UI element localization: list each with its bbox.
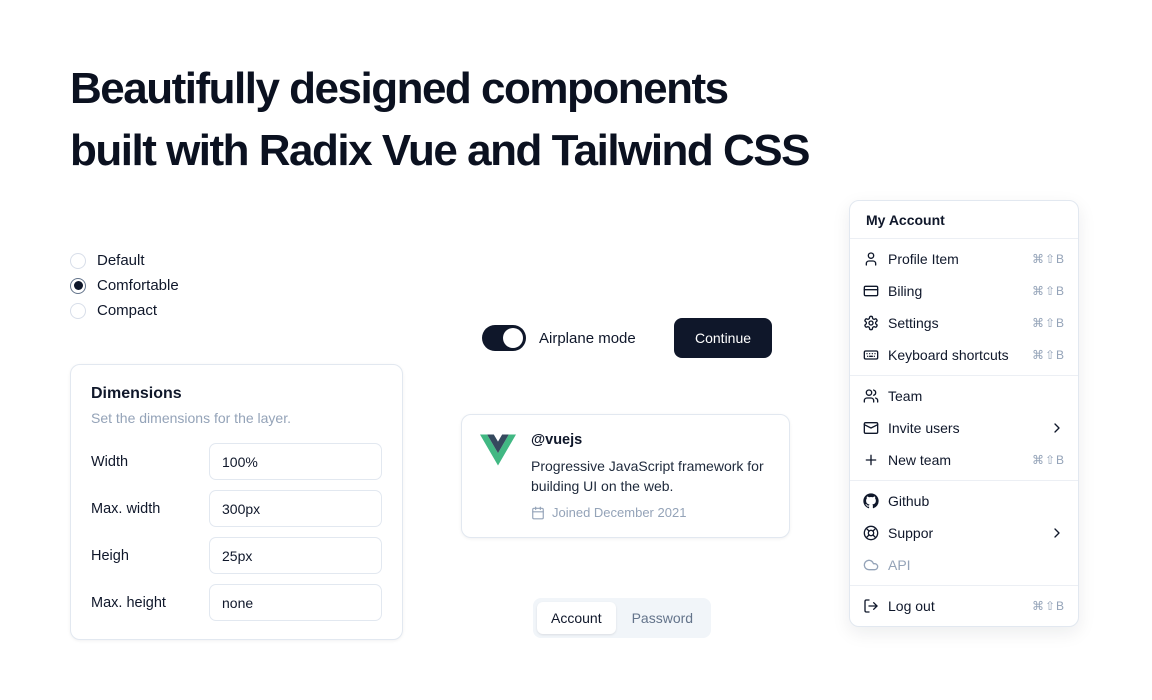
menu-shortcut: ⌘⇧B — [1031, 252, 1065, 266]
menu-shortcut: ⌘⇧B — [1031, 316, 1065, 330]
cloud-icon — [863, 557, 879, 573]
account-dropdown-menu: My Account Profile Item ⌘⇧B Biling ⌘⇧B — [849, 200, 1079, 627]
menu-item-github[interactable]: Github — [854, 485, 1074, 517]
field-row-max-height: Max. height — [91, 584, 382, 621]
radio-label: Compact — [97, 302, 158, 319]
menu-item-label: Suppor — [888, 525, 934, 541]
users-icon — [863, 388, 879, 404]
menu-group-profile: Profile Item ⌘⇧B Biling ⌘⇧B Settings ⌘⇧B — [850, 239, 1078, 375]
gear-icon — [863, 315, 879, 331]
menu-item-new-team[interactable]: New team ⌘⇧B — [854, 444, 1074, 476]
page-title: Beautifully designed components built wi… — [70, 58, 811, 182]
menu-separator — [850, 238, 1078, 239]
vue-joined-text: Joined December 2021 — [552, 505, 687, 520]
radio-selected-icon[interactable] — [70, 277, 86, 294]
vue-card-body: @vuejs Progressive JavaScript framework … — [531, 432, 771, 520]
airplane-mode-switch[interactable] — [482, 325, 526, 351]
menu-shortcut: ⌘⇧B — [1031, 284, 1065, 298]
keyboard-icon — [863, 347, 879, 363]
lifebuoy-icon — [863, 525, 879, 541]
menu-item-label: Invite users — [888, 420, 960, 436]
radio-label: Comfortable — [97, 277, 179, 294]
user-icon — [863, 251, 879, 267]
continue-button[interactable]: Continue — [674, 318, 773, 358]
max-height-label: Max. height — [91, 594, 166, 611]
logout-icon — [863, 598, 879, 614]
menu-item-settings[interactable]: Settings ⌘⇧B — [854, 307, 1074, 339]
menu-separator — [850, 375, 1078, 376]
tab-password[interactable]: Password — [618, 602, 707, 634]
dimensions-subtitle: Set the dimensions for the layer. — [91, 410, 291, 426]
menu-item-api: API — [854, 549, 1074, 581]
dimensions-title: Dimensions — [91, 385, 182, 402]
field-row-max-width: Max. width — [91, 490, 382, 527]
radio-option-default[interactable]: Default — [70, 248, 179, 273]
chevron-right-icon — [1049, 420, 1065, 436]
menu-item-profile[interactable]: Profile Item ⌘⇧B — [854, 243, 1074, 275]
width-input[interactable] — [209, 443, 382, 480]
radio-label: Default — [97, 252, 145, 269]
menu-header: My Account — [866, 212, 945, 228]
radio-option-compact[interactable]: Compact — [70, 298, 179, 323]
mail-icon — [863, 420, 879, 436]
radio-option-comfortable[interactable]: Comfortable — [70, 273, 179, 298]
height-label: Heigh — [91, 547, 129, 564]
switch-knob — [503, 328, 523, 348]
menu-shortcut: ⌘⇧B — [1031, 599, 1065, 613]
width-label: Width — [91, 453, 129, 470]
menu-group-team: Team Invite users New team ⌘⇧B — [850, 376, 1078, 480]
menu-item-label: Settings — [888, 315, 939, 331]
dimensions-card: Dimensions Set the dimensions for the la… — [70, 364, 403, 640]
menu-item-label: Keyboard shortcuts — [888, 347, 1009, 363]
menu-item-label: Biling — [888, 283, 923, 299]
vuejs-hover-card: @vuejs Progressive JavaScript framework … — [461, 414, 790, 538]
dimensions-fields: Width Max. width Heigh Max. height — [91, 443, 382, 621]
menu-item-label: Github — [888, 493, 930, 509]
page-title-line1: Beautifully designed components — [70, 64, 729, 113]
menu-item-label: API — [888, 557, 911, 573]
menu-shortcut: ⌘⇧B — [1031, 453, 1065, 467]
menu-item-logout[interactable]: Log out ⌘⇧B — [854, 590, 1074, 622]
menu-item-support[interactable]: Suppor — [854, 517, 1074, 549]
menu-item-label: Team — [888, 388, 923, 404]
menu-item-label: New team — [888, 452, 952, 468]
menu-item-team[interactable]: Team — [854, 380, 1074, 412]
vue-logo-icon — [480, 434, 516, 466]
menu-group-misc: Github Suppor API — [850, 481, 1078, 585]
radio-circle-icon[interactable] — [70, 302, 86, 319]
github-icon — [863, 493, 879, 509]
credit-card-icon — [863, 283, 879, 299]
menu-item-label: Log out — [888, 598, 935, 614]
spacing-radio-group: Default Comfortable Compact — [70, 248, 179, 323]
chevron-right-icon — [1049, 525, 1065, 541]
menu-item-keyboard-shortcuts[interactable]: Keyboard shortcuts ⌘⇧B — [854, 339, 1074, 371]
vue-joined-row: Joined December 2021 — [531, 505, 771, 520]
field-row-height: Heigh — [91, 537, 382, 574]
menu-shortcut: ⌘⇧B — [1031, 348, 1065, 362]
field-row-width: Width — [91, 443, 382, 480]
menu-item-billing[interactable]: Biling ⌘⇧B — [854, 275, 1074, 307]
tab-account[interactable]: Account — [537, 602, 616, 634]
height-input[interactable] — [209, 537, 382, 574]
calendar-icon — [532, 506, 544, 519]
vue-handle: @vuejs — [531, 432, 583, 448]
max-width-input[interactable] — [209, 490, 382, 527]
menu-item-invite-users[interactable]: Invite users — [854, 412, 1074, 444]
menu-group-logout: Log out ⌘⇧B — [850, 586, 1078, 626]
menu-item-label: Profile Item — [888, 251, 959, 267]
plus-icon — [863, 452, 879, 468]
menu-separator — [850, 480, 1078, 481]
account-tabs: Account Password — [533, 598, 712, 638]
airplane-mode-row: Airplane mode — [482, 324, 636, 352]
max-width-label: Max. width — [91, 500, 161, 517]
page-title-line2: built with Radix Vue and Tailwind CSS — [70, 126, 811, 175]
vue-description: Progressive JavaScript framework for bui… — [531, 458, 764, 494]
radio-circle-icon[interactable] — [70, 252, 86, 269]
max-height-input[interactable] — [209, 584, 382, 621]
menu-separator — [850, 585, 1078, 586]
airplane-mode-label: Airplane mode — [539, 329, 636, 347]
